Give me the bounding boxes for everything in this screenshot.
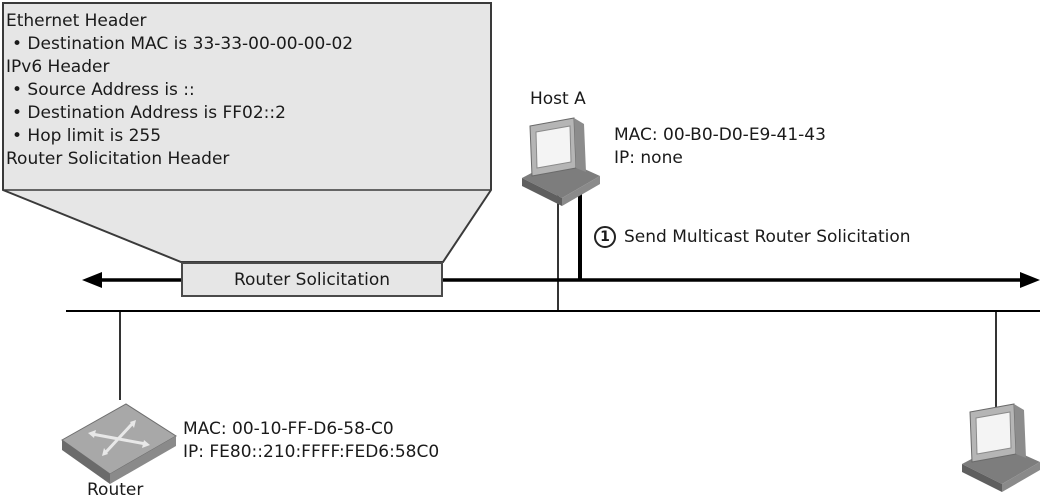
callout-line-ipv6-header: IPv6 Header [6,57,110,77]
host-b-computer-icon [962,403,1040,492]
router-mac: MAC: 00-10-FF-D6-58-C0 [183,419,394,439]
callout-line-router-solicitation-header: Router Solicitation Header [6,149,230,169]
host-a-mac: MAC: 00-B0-D0-E9-41-43 [614,125,826,145]
callout-line-ethernet-header: Ethernet Header [6,11,147,31]
router-solicitation-label: Router Solicitation [233,269,391,290]
callout-line-source-address: • Source Address is :: [12,80,195,100]
host-a-name: Host A [530,89,586,109]
router-ip: IP: FE80::210:FFFF:FED6:58C0 [183,442,440,462]
router-solicitation-packet: Router Solicitation [181,262,443,297]
host-a-computer-icon [522,117,600,206]
step-label: Send Multicast Router Solicitation [624,227,911,247]
step-number-badge: 1 [594,226,616,248]
callout-line-destination-mac: • Destination MAC is 33-33-00-00-00-02 [12,34,354,54]
router-icon [61,403,177,484]
callout-line-destination-address: • Destination Address is FF02::2 [12,103,286,123]
callout-line-hop-limit: • Hop limit is 255 [12,126,162,146]
arrow-head-right [1020,272,1040,288]
host-a-ip: IP: none [614,148,683,168]
arrow-head-left [82,272,102,288]
router-name: Router [87,480,144,500]
